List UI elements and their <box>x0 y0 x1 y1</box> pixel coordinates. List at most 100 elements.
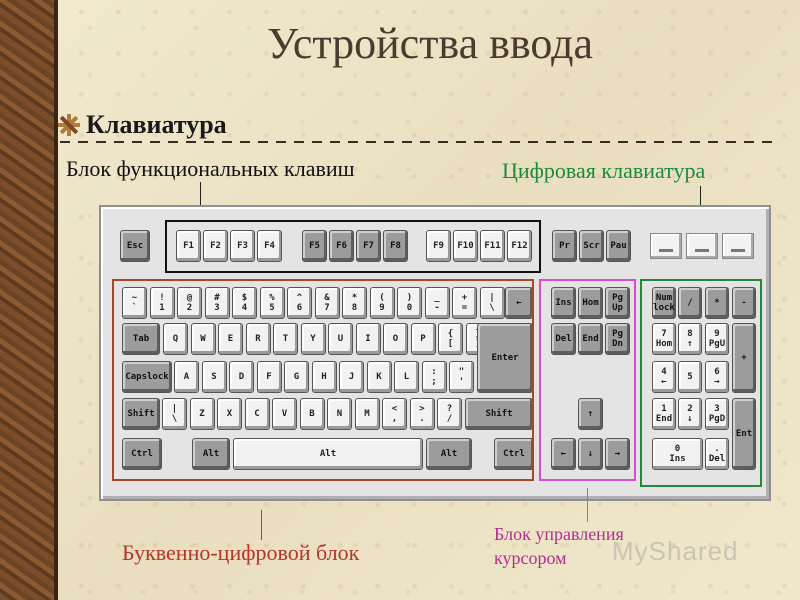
key-numpad: 9 PgU <box>705 323 729 355</box>
key-numpad: 0 Ins <box>652 438 703 470</box>
key-f12: F12 <box>507 230 532 262</box>
key-letter: O <box>383 323 408 355</box>
label-alphanumeric-block: Буквенно-цифровой блок <box>122 540 360 565</box>
star-bullet-icon <box>58 114 80 136</box>
key-row1: * 8 <box>342 287 367 319</box>
key-letter: V <box>272 398 297 430</box>
key-letter: Z <box>189 398 215 430</box>
key-numpad: 4 ← <box>652 361 676 393</box>
key-row1: ! 1 <box>149 287 175 319</box>
key-letter: G <box>284 361 309 393</box>
key-numpad: . Del <box>705 438 729 470</box>
indicator-light <box>650 233 682 259</box>
key-letter: " ' <box>449 361 474 393</box>
key-numpad: / <box>678 287 702 319</box>
key-row1: # 3 <box>204 287 230 319</box>
arrow-cursor-block <box>587 488 588 522</box>
key-letter: X <box>217 398 242 430</box>
label-cursor-block: Блок управления курсором <box>494 522 624 570</box>
key-nav: Ins <box>551 287 576 319</box>
key-row1: @ 2 <box>177 287 202 319</box>
key-letter: C <box>244 398 270 430</box>
key-letter: ? / <box>437 398 462 430</box>
key-f6: F6 <box>329 230 354 262</box>
key-numpad: 2 ↓ <box>678 398 702 430</box>
key-system: Pr <box>552 230 577 262</box>
key-system: Pau <box>606 230 631 262</box>
key-space: Alt <box>233 438 423 470</box>
key-capslock: Capslock <box>122 361 172 393</box>
key-numpad: 6 → <box>705 361 729 393</box>
key-letter: S <box>201 361 227 393</box>
label-numeric-keypad: Цифровая клавиатура <box>502 158 706 183</box>
key-letter: | \ <box>162 398 187 430</box>
key-f9: F9 <box>426 230 451 262</box>
key-arrow-up: ↑ <box>578 398 603 430</box>
key-f7: F7 <box>356 230 381 262</box>
key-numpad: * <box>705 287 729 319</box>
function-keys-outline <box>165 220 541 273</box>
key-nav: Pg Dn <box>605 323 630 355</box>
indicator-light <box>686 233 718 259</box>
key-letter: T <box>273 323 298 355</box>
numeric-keypad-outline <box>640 279 762 487</box>
key-row1: + = <box>452 287 477 319</box>
key-system: Scr <box>579 230 604 262</box>
key-row1: ~ ` <box>122 287 147 319</box>
key-alt-left: Alt <box>192 438 230 470</box>
key-arrow-right: → <box>605 438 630 470</box>
label-cursor-line2: курсором <box>494 548 567 568</box>
slide-title: Устройства ввода <box>266 19 594 68</box>
key-letter: : ; <box>421 361 447 393</box>
key-row1: $ 4 <box>232 287 257 319</box>
key-row1: _ - <box>424 287 450 319</box>
key-letter: Q <box>163 323 188 355</box>
key-numpad: 5 <box>678 361 702 393</box>
key-numpad: + <box>732 323 756 393</box>
key-f4: F4 <box>257 230 282 262</box>
key-letter: A <box>174 361 199 393</box>
key-enter: Enter <box>477 323 533 393</box>
key-nav: Del <box>551 323 576 355</box>
key-row1: ^ 6 <box>287 287 312 319</box>
key-numpad: Num lock <box>652 287 676 319</box>
watermark-logo: MyShared <box>612 536 739 566</box>
key-numpad: 8 ↑ <box>678 323 702 355</box>
key-numpad: 3 PgD <box>705 398 729 430</box>
key-arrow-left: ← <box>551 438 576 470</box>
wood-texture-border <box>0 0 58 600</box>
key-nav: End <box>578 323 603 355</box>
key-nav: Pg Up <box>605 287 630 319</box>
key-f1: F1 <box>176 230 201 262</box>
label-cursor-line1: Блок управления <box>494 524 624 544</box>
key-row1: & 7 <box>314 287 340 319</box>
key-numpad: 7 Hom <box>652 323 676 355</box>
key-letter: B <box>299 398 325 430</box>
key-letter: H <box>311 361 337 393</box>
key-letter: P <box>410 323 436 355</box>
alphanumeric-block-outline <box>112 279 534 481</box>
key-f2: F2 <box>203 230 228 262</box>
key-letter: E <box>218 323 243 355</box>
dashed-divider <box>60 141 780 143</box>
key-alt-right: Alt <box>426 438 472 470</box>
key-letter: < , <box>382 398 407 430</box>
key-letter: F <box>256 361 282 393</box>
key-esc: Esc <box>120 230 150 262</box>
key-row1: | \ <box>479 287 505 319</box>
key-row1: ( 9 <box>369 287 395 319</box>
key-letter: R <box>245 323 271 355</box>
key-letter: W <box>190 323 216 355</box>
key-numpad: - <box>732 287 756 319</box>
key-letter: Y <box>300 323 326 355</box>
key-letter: N <box>327 398 352 430</box>
key-letter: M <box>354 398 380 430</box>
cursor-block-outline <box>539 279 636 481</box>
key-f10: F10 <box>453 230 478 262</box>
key-letter: I <box>355 323 381 355</box>
key-letter: D <box>229 361 254 393</box>
indicator-light <box>722 233 754 259</box>
key-f8: F8 <box>383 230 408 262</box>
bullet-text: Клавиатура <box>86 110 227 139</box>
